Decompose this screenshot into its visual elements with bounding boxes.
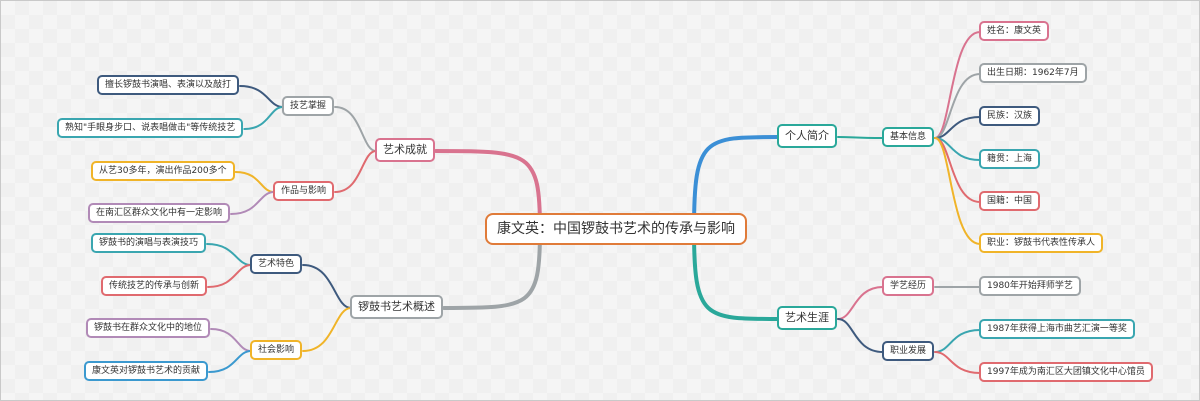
leaf-skill-singing[interactable]: 擅长锣鼓书演唱、表演以及敲打 [97,75,240,95]
leaf-native-place[interactable]: 籍贯：上海 [979,149,1041,169]
leaf-works-count[interactable]: 从艺30多年，演出作品200多个 [91,161,235,181]
link-topic-works-influence-leaf-works-count [234,171,275,193]
leaf-ethnicity[interactable]: 民族：汉族 [979,106,1041,126]
topic-skill-mastery[interactable]: 技艺掌握 [282,96,335,116]
topic-art-overview[interactable]: 锣鼓书艺术概述 [350,295,443,319]
topic-career-development[interactable]: 职业发展 [882,341,935,361]
link-root-topic-art-career [692,228,780,321]
link-topic-career-development-leaf-award-1987 [934,329,981,353]
link-topic-basic-info-leaf-birth-date [934,73,981,139]
topic-social-influence[interactable]: 社会影响 [250,340,303,360]
topic-art-career[interactable]: 艺术生涯 [777,306,837,330]
topic-study-experience[interactable]: 学艺经历 [882,276,935,296]
leaf-nationality[interactable]: 国籍：中国 [979,191,1041,211]
link-topic-art-features-leaf-feature-techniques [206,243,252,266]
leaf-feature-innovation[interactable]: 传统技艺的传承与创新 [101,276,208,296]
leaf-study-1980[interactable]: 1980年开始拜师学艺 [979,276,1081,296]
link-topic-social-influence-leaf-influence-contribution [208,350,252,373]
leaf-feature-techniques[interactable]: 锣鼓书的演唱与表演技巧 [91,233,207,253]
leaf-birth-date[interactable]: 出生日期：1962年7月 [979,63,1087,83]
link-topic-basic-info-leaf-name [934,31,981,139]
link-topic-art-career-topic-career-development [837,318,884,353]
link-topic-skill-mastery-leaf-skill-traditional [243,106,284,130]
link-topic-art-career-topic-study-experience [837,286,884,320]
link-topic-art-achievements-topic-works-influence [334,150,377,193]
leaf-occupation[interactable]: 职业：锣鼓书代表性传承人 [979,233,1104,253]
link-root-topic-art-overview [442,228,542,310]
topic-art-features[interactable]: 艺术特色 [250,254,303,274]
link-topic-career-development-leaf-position-1997 [934,351,981,374]
topic-personal-intro[interactable]: 个人简介 [777,124,837,148]
leaf-name[interactable]: 姓名：康文英 [979,21,1050,41]
topic-works-influence[interactable]: 作品与影响 [273,181,335,201]
link-topic-art-overview-topic-social-influence [302,307,352,352]
link-root-topic-personal-intro [692,135,780,232]
link-topic-art-achievements-topic-skill-mastery [334,106,377,152]
link-topic-basic-info-leaf-ethnicity [934,116,981,139]
link-topic-art-overview-topic-art-features [302,264,352,309]
link-topic-art-features-leaf-feature-innovation [207,264,252,288]
leaf-position-1997[interactable]: 1997年成为南汇区大团镇文化中心馆员 [979,362,1153,382]
link-topic-works-influence-leaf-works-influence [230,191,275,215]
leaf-works-influence[interactable]: 在南汇区群众文化中有一定影响 [88,203,231,223]
link-topic-skill-mastery-leaf-skill-singing [239,85,284,108]
topic-art-achievements[interactable]: 艺术成就 [375,138,435,162]
link-root-topic-art-achievements [434,149,542,232]
topic-basic-info[interactable]: 基本信息 [882,127,935,147]
leaf-influence-status[interactable]: 锣鼓书在群众文化中的地位 [86,318,211,338]
leaf-skill-traditional[interactable]: 熟知"手眼身步口、说表唱做击"等传统技艺 [57,118,244,138]
link-topic-social-influence-leaf-influence-status [210,328,252,352]
root-topic[interactable]: 康文英：中国锣鼓书艺术的传承与影响 [485,213,747,245]
link-topic-personal-intro-topic-basic-info [837,136,884,139]
link-topic-basic-info-leaf-occupation [934,137,981,245]
leaf-award-1987[interactable]: 1987年获得上海市曲艺汇演一等奖 [979,319,1135,339]
leaf-influence-contribution[interactable]: 康文英对锣鼓书艺术的贡献 [84,361,209,381]
